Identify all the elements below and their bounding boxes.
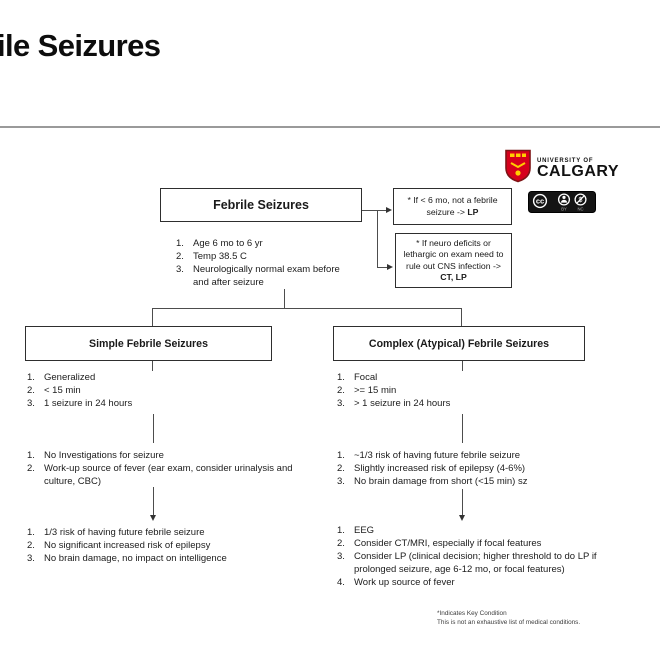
connector-complex-prognosis-to-workup [462, 489, 464, 515]
connector-drop-complex [461, 308, 463, 326]
ucalgary-wordmark-top: UNIVERSITY OF [537, 157, 594, 164]
page-title: ile Seizures [0, 28, 161, 63]
list-item: Consider CT/MRI, especially if focal fea… [354, 538, 542, 549]
root-box-febrile-seizures: Febrile Seizures [160, 188, 362, 222]
footnote-line2: This is not an exhaustive list of medica… [437, 618, 581, 626]
list-item: Consider LP (clinical decision; higher t… [354, 551, 597, 575]
list-item: Temp 38.5 C [193, 251, 247, 262]
complex-branch-title: Complex (Atypical) Febrile Seizures [368, 337, 550, 350]
note-box-neuro-deficits: * If neuro deficits or lethargic on exam… [395, 233, 512, 288]
connector-simple-box-stub [152, 361, 154, 371]
connector-drop-simple [152, 308, 154, 326]
list-item: Focal [354, 372, 378, 383]
list-item: Neurologically normal exam before and af… [193, 264, 340, 288]
cc-nc-label: NC [577, 207, 583, 212]
svg-text:cc: cc [536, 197, 544, 206]
simple-branch-title: Simple Febrile Seizures [89, 337, 208, 350]
simple-workup-list: No Investigations for seizure Work-up so… [27, 449, 304, 488]
connector-complex-box-stub [462, 361, 464, 371]
list-item: Work-up source of fever (ear exam, consi… [44, 463, 293, 487]
arrowhead-note1 [386, 207, 392, 213]
simple-prognosis-list: 1/3 risk of having future febrile seizur… [27, 526, 307, 565]
list-item: 1/3 risk of having future febrile seizur… [44, 527, 205, 538]
connector-simple-features-to-workup [153, 414, 155, 443]
list-item: < 15 min [44, 385, 81, 396]
list-item: EEG [354, 525, 375, 536]
connector-root-to-note1 [362, 210, 388, 212]
cc-icon: cc [532, 193, 548, 209]
branch-box-simple: Simple Febrile Seizures [25, 326, 272, 361]
connector-simple-workup-to-prognosis [153, 487, 155, 515]
arrowhead-note2 [387, 264, 393, 270]
list-item: Generalized [44, 372, 96, 383]
footnote-line1: *Indicates Key Condition [437, 610, 507, 617]
attribution-person-icon [557, 193, 571, 206]
note1-text: * If < 6 mo, not a febrile seizure -> [407, 195, 498, 217]
complex-prognosis-list: ~1/3 risk of having future febrile seizu… [337, 449, 617, 488]
complex-features-list: Focal >= 15 min > 1 seizure in 24 hours [337, 371, 617, 410]
list-item: ~1/3 risk of having future febrile seizu… [354, 450, 521, 461]
header-divider [0, 126, 660, 128]
svg-text:$: $ [579, 197, 583, 204]
connector-branch-horizontal [152, 308, 462, 310]
list-item: >= 15 min [354, 385, 397, 396]
list-item: No significant increased risk of epileps… [44, 540, 211, 551]
branch-box-complex: Complex (Atypical) Febrile Seizures [333, 326, 585, 361]
connector-root-to-note2-horizontal [377, 267, 388, 269]
list-item: No brain damage from short (<15 min) sz [354, 476, 528, 487]
note2-bold: CT, LP [440, 272, 467, 282]
complex-workup-list: EEG Consider CT/MRI, especially if focal… [337, 524, 624, 589]
list-item: > 1 seizure in 24 hours [354, 398, 451, 409]
note2-text: * If neuro deficits or lethargic on exam… [403, 237, 504, 271]
list-item: Work up source of fever [354, 577, 455, 588]
list-item: No Investigations for seizure [44, 450, 164, 461]
university-of-calgary-logo: UNIVERSITY OF CALGARY [504, 149, 619, 188]
note1-bold: LP [467, 206, 479, 217]
ucalgary-shield-icon [504, 149, 532, 188]
non-commercial-dollar-icon: $ [574, 193, 587, 206]
arrowhead-simple-prognosis [150, 515, 156, 521]
note-box-under-6-months: * If < 6 mo, not a febrile seizure -> LP [393, 188, 512, 225]
list-item: 1 seizure in 24 hours [44, 398, 133, 409]
connector-root-to-note2-vertical [377, 210, 379, 267]
list-item: Slightly increased risk of epilepsy (4-6… [354, 463, 526, 474]
ucalgary-wordmark-bottom: CALGARY [537, 162, 620, 180]
list-item: No brain damage, no impact on intelligen… [44, 553, 227, 564]
root-criteria-list: Age 6 mo to 6 yr Temp 38.5 C Neurologica… [176, 237, 354, 289]
connector-criteria-stub [284, 289, 286, 308]
arrowhead-complex-workup [459, 515, 465, 521]
footnote: *Indicates Key Condition This is not an … [437, 610, 580, 627]
simple-features-list: Generalized < 15 min 1 seizure in 24 hou… [27, 371, 307, 410]
root-box-title: Febrile Seizures [213, 198, 309, 212]
cc-by-nc-license-badge: cc $ BY NC [528, 191, 596, 218]
list-item: Age 6 mo to 6 yr [193, 238, 263, 249]
connector-complex-features-to-prognosis [462, 414, 464, 443]
cc-by-label: BY [561, 207, 567, 212]
ucalgary-wordmark: UNIVERSITY OF CALGARY [537, 158, 619, 180]
